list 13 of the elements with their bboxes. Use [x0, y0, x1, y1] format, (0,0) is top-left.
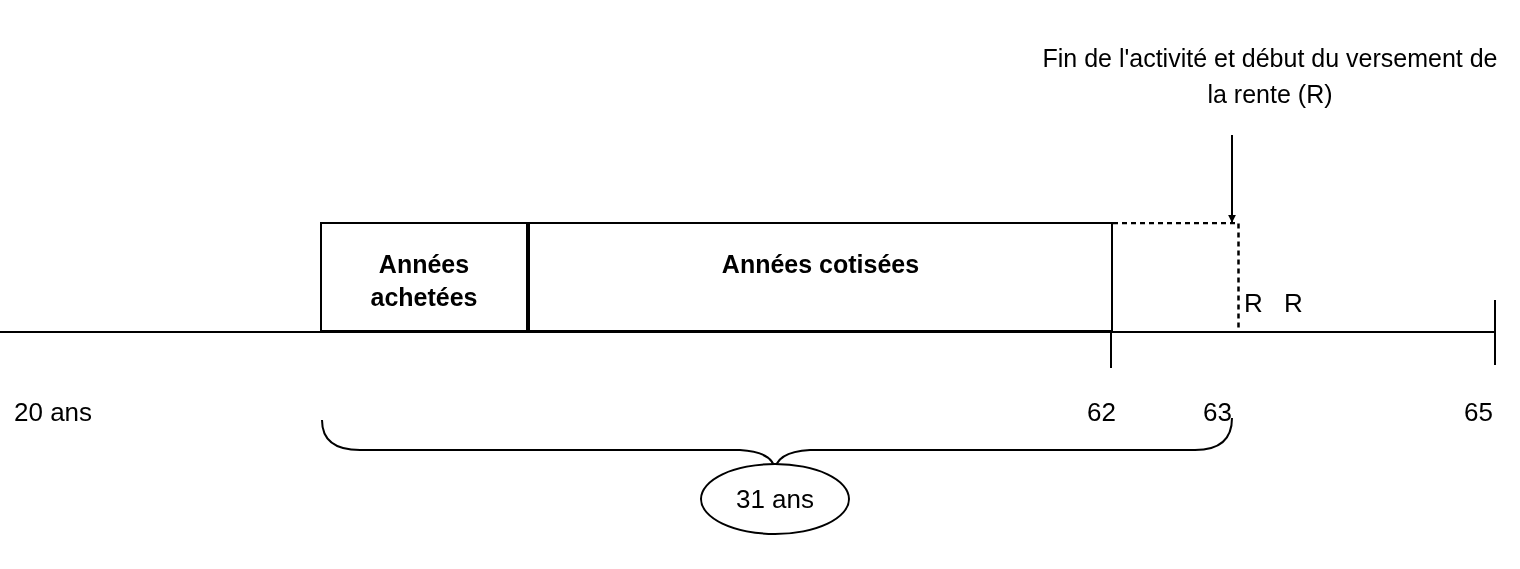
duration-text: 31 ans: [735, 482, 815, 516]
period-label: Années achetées: [369, 249, 479, 313]
age-label: 62: [1087, 396, 1116, 429]
period-box: [320, 222, 528, 332]
age-label: 63: [1203, 396, 1232, 429]
annuity-mark: R: [1244, 287, 1263, 320]
period-label: Années cotisées: [720, 249, 921, 280]
arrow: [1228, 134, 1236, 223]
age-label: 20 ans: [14, 396, 93, 429]
annotation-text: Fin de l'activité et début du versement de la rente (R): [1041, 43, 1499, 110]
period-box: [528, 222, 1113, 332]
annuity-mark: R: [1284, 287, 1303, 320]
age-label: 65: [1464, 396, 1493, 429]
